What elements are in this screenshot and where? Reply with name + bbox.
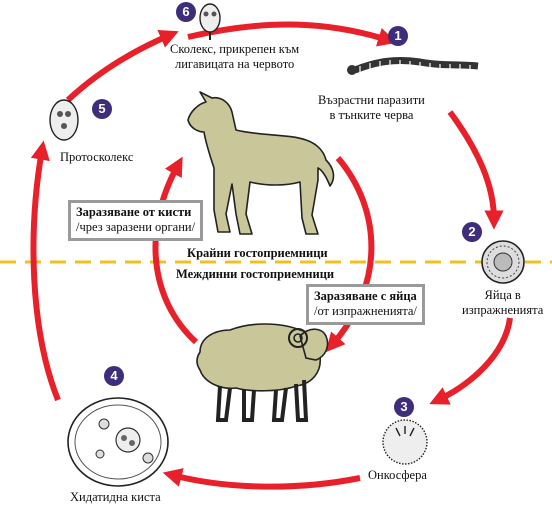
arrow-6-to-1 xyxy=(187,21,398,47)
infection-eggs-title: Заразяване с яйца xyxy=(314,289,417,303)
protoscolex-illustration xyxy=(49,99,79,141)
arrow-2-to-3 xyxy=(429,317,513,405)
scolex-illustration xyxy=(199,3,221,40)
stage-label-5: Протосколекс xyxy=(60,150,134,164)
adult-worm-illustration xyxy=(347,56,479,75)
stage-label-6: Сколекс, прикрепен към лигавицата на чер… xyxy=(170,42,300,71)
stage-badge-2: 2 xyxy=(462,222,482,242)
egg-illustration xyxy=(481,240,525,284)
stage-label-1: Възрастни паразити в тънките черва xyxy=(318,93,425,122)
stage-badge-6: 6 xyxy=(176,2,196,22)
stage-badge-3: 3 xyxy=(394,397,414,417)
stage-badge-5: 5 xyxy=(92,99,112,119)
stage-label-2: Яйца в изпражненията xyxy=(462,288,544,317)
definitive-hosts-label: Крайни гостоприемници xyxy=(187,246,328,260)
infection-cysts-box: Заразяване от кисти /чрез заразени орган… xyxy=(68,200,204,241)
arrow-4-to-5 xyxy=(30,140,61,402)
stage-badge-4: 4 xyxy=(104,366,124,386)
stage-label-4: Хидатидна киста xyxy=(70,490,161,504)
intermediate-hosts-label: Междинни гостоприемници xyxy=(176,267,335,281)
infection-cysts-title: Заразяване от кисти xyxy=(76,205,192,219)
arrow-5-to-6 xyxy=(65,29,179,103)
infection-cysts-note: /чрез заразени органи/ xyxy=(76,220,196,234)
stage-badge-1: 1 xyxy=(388,26,408,46)
infection-eggs-note: /от изпражненията/ xyxy=(314,304,417,318)
arrow-3-to-4 xyxy=(162,468,361,490)
arrow-sheep-to-dog xyxy=(152,156,199,345)
arrow-1-to-2 xyxy=(447,110,504,230)
dog-illustration xyxy=(187,91,335,235)
infection-eggs-box: Заразяване с яйца /от изпражненията/ xyxy=(306,284,425,325)
hydatid-cyst-illustration xyxy=(67,397,169,487)
oncosphere-illustration xyxy=(382,419,428,465)
stage-label-3: Онкосфера xyxy=(368,468,427,482)
sheep-illustration xyxy=(196,323,329,422)
